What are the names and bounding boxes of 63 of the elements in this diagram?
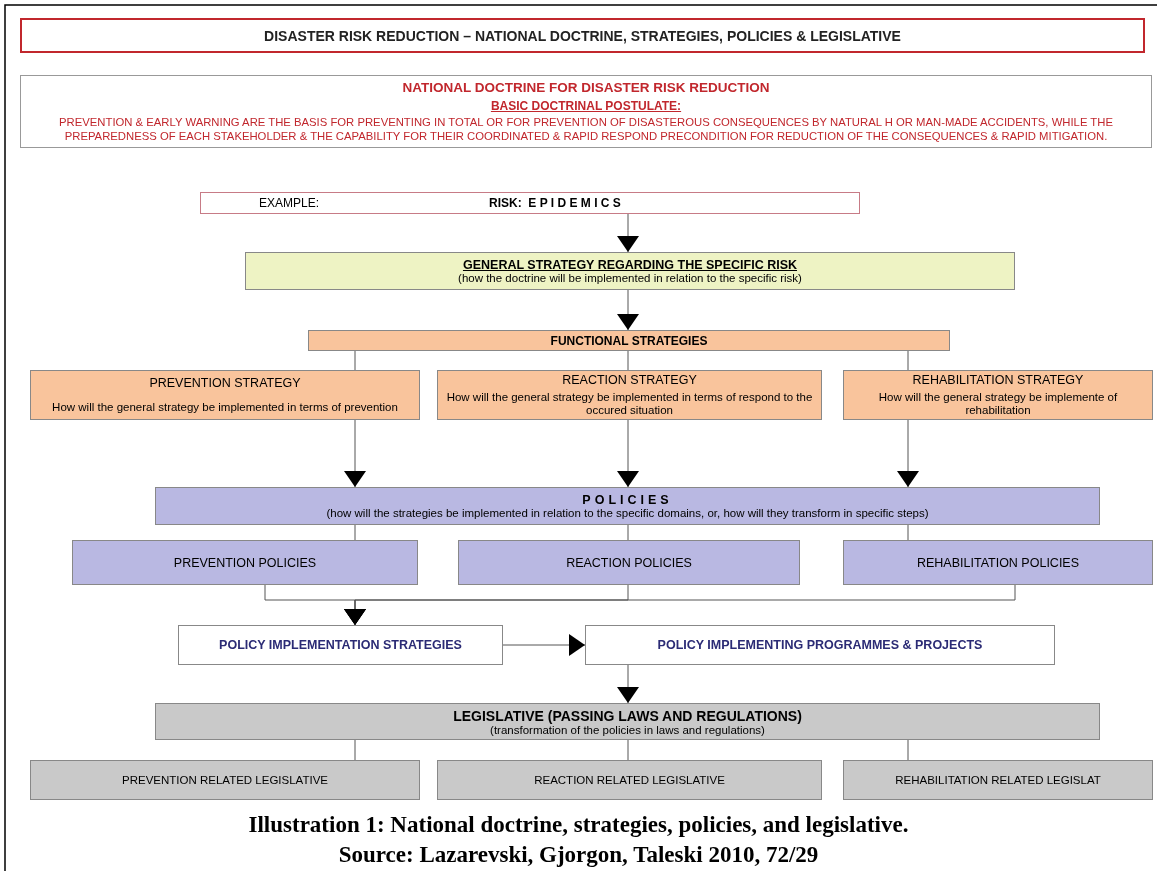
implementation-box	[178, 625, 503, 665]
connector-line	[627, 524, 629, 541]
box-heading: PREVENTION RELATED LEGISLATIVE	[122, 774, 328, 786]
box-heading: REACTION RELATED LEGISLATIVE	[534, 774, 725, 786]
arrow	[344, 584, 1016, 626]
doctrine-box	[20, 75, 1152, 148]
box-description: (how the doctrine will be implemented in relation to the specific risk)	[458, 272, 802, 284]
box-description: How will the general strategy be implemente of rehabilitation	[877, 391, 1119, 417]
strategy-box	[245, 252, 1015, 290]
box-description: (how will the strategies be implemented in relation to the specific domains, or, how will they transform in specific steps)	[326, 507, 929, 519]
box-description: How will the general strategy be implemented in terms of respond to the occured situation	[445, 391, 814, 417]
box-heading: REHABILITATION POLICIES	[916, 555, 1080, 570]
example-label: EXAMPLE:	[259, 196, 321, 210]
legislative-box	[155, 703, 1100, 740]
connector-line	[907, 524, 909, 541]
connector-line	[907, 739, 909, 761]
arrow	[502, 634, 586, 656]
caption: Illustration 1: National doctrine, strategies, policies, and legislative.	[247, 812, 910, 838]
strategy-box	[308, 330, 950, 351]
box-heading: POLICY IMPLEMENTATION STRATEGIES	[219, 638, 462, 652]
connector-line	[907, 350, 909, 371]
box-heading: POLICIES	[582, 493, 673, 507]
box-description: How will the general strategy be implemented in terms of prevention	[51, 400, 399, 414]
source-note: Source: Lazarevski, Gjorgon, Taleski 2010, 72/29	[337, 842, 820, 868]
postulate-text: PREVENTION & EARLY WARNING ARE THE BASIS FOR PREVENTING IN TOTAL OR FOR PREVENTION OF DISASTEROUS CONSEQUENCES BY NATURAL H OR MAN-MADE ACCIDENTS, WHILE THE PREPAREDNESS OF EACH STAKEHOLDER & THE CAPABILITY FOR THEIR COORDINATED & RAPID RESPOND PRECONDITION FOR REDUCTION OF THE CONSEQUENCES & RAPID MITIGATION.	[58, 115, 1114, 143]
implementation-box	[585, 625, 1055, 665]
arrow	[344, 419, 366, 488]
box-heading: REHABILITATION RELATED LEGISLAT	[895, 774, 1101, 786]
box-heading: FUNCTIONAL STRATEGIES	[550, 333, 708, 348]
connector-line	[354, 739, 356, 761]
strategy-box	[437, 370, 822, 420]
heading: NATIONAL DOCTRINE FOR DISASTER RISK REDUCTION	[402, 80, 770, 95]
box-heading: LEGISLATIVE (PASSING LAWS AND REGULATIONS)	[453, 707, 802, 724]
arrow	[617, 213, 639, 253]
box-heading: REHABILITATION STRATEGY	[912, 373, 1084, 387]
strategy-box	[843, 370, 1153, 420]
box-description: (transformation of the policies in laws and regulations)	[490, 723, 765, 736]
box-heading: REACTION STRATEGY	[562, 373, 697, 387]
policy-box	[155, 487, 1100, 525]
box-heading: REACTION POLICIES	[566, 555, 692, 570]
connector-line	[627, 350, 629, 371]
box-heading: PREVENTION STRATEGY	[149, 376, 301, 391]
subheading: BASIC DOCTRINAL POSTULATE:	[490, 99, 682, 113]
strategy-box	[30, 370, 420, 420]
example-box	[200, 192, 860, 214]
box-heading: PREVENTION POLICIES	[173, 555, 317, 570]
arrow	[897, 419, 919, 488]
connector-line	[354, 524, 356, 541]
box-heading: POLICY IMPLEMENTING PROGRAMMES & PROJECTS	[657, 638, 983, 652]
risk-label: RISK: E P I D E M I C S	[489, 196, 621, 210]
policy-box	[458, 540, 800, 585]
arrow	[617, 419, 639, 488]
box-heading: GENERAL STRATEGY REGARDING THE SPECIFIC RISK	[462, 258, 798, 272]
legislative-box	[437, 760, 822, 800]
title-banner: DISASTER RISK REDUCTION – NATIONAL DOCTRINE, STRATEGIES, POLICIES & LEGISLATIVE	[20, 18, 1145, 53]
legislative-box	[843, 760, 1153, 800]
arrow	[617, 289, 639, 331]
policy-box	[72, 540, 418, 585]
connector-line	[627, 739, 629, 761]
arrow	[617, 664, 639, 704]
connector-line	[354, 350, 356, 371]
policy-box	[843, 540, 1153, 585]
legislative-box	[30, 760, 420, 800]
